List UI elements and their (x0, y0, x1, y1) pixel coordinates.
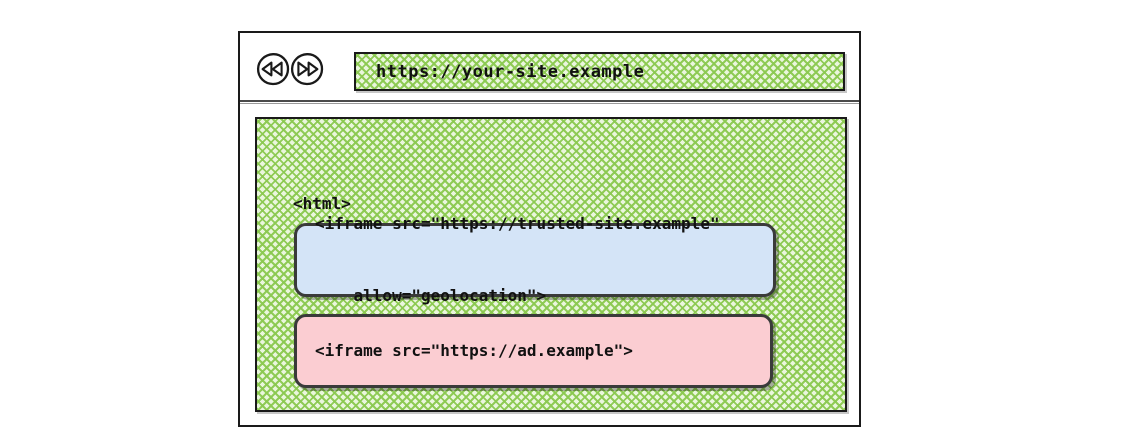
page-content-area: <html> // your-site.example code <iframe… (255, 117, 847, 412)
rewind-circle-icon (256, 53, 290, 86)
code-line: <html> (293, 194, 351, 214)
toolbar-divider (240, 100, 859, 104)
fast-forward-circle-icon (290, 53, 324, 86)
browser-window: https://your-site.example <html> // your… (238, 31, 861, 427)
url-bar[interactable]: https://your-site.example (354, 52, 845, 91)
code-line: <iframe src="https://trusted-site.exampl… (315, 214, 720, 233)
ad-iframe-code: <iframe src="https://ad.example"> (297, 291, 633, 411)
forward-button[interactable] (290, 52, 324, 86)
code-line: allow="geolocation"> (315, 286, 547, 305)
ad-iframe-box[interactable]: <iframe src="https://ad.example"> (294, 314, 773, 388)
code-line: <iframe src="https://ad.example"> (315, 341, 633, 360)
back-button[interactable] (256, 52, 290, 86)
browser-toolbar: https://your-site.example (240, 33, 859, 100)
trusted-site-iframe-box[interactable]: <iframe src="https://trusted-site.exampl… (294, 214, 776, 305)
url-text: https://your-site.example (376, 61, 645, 82)
trusted-iframe-code: <iframe src="https://trusted-site.exampl… (297, 164, 720, 356)
